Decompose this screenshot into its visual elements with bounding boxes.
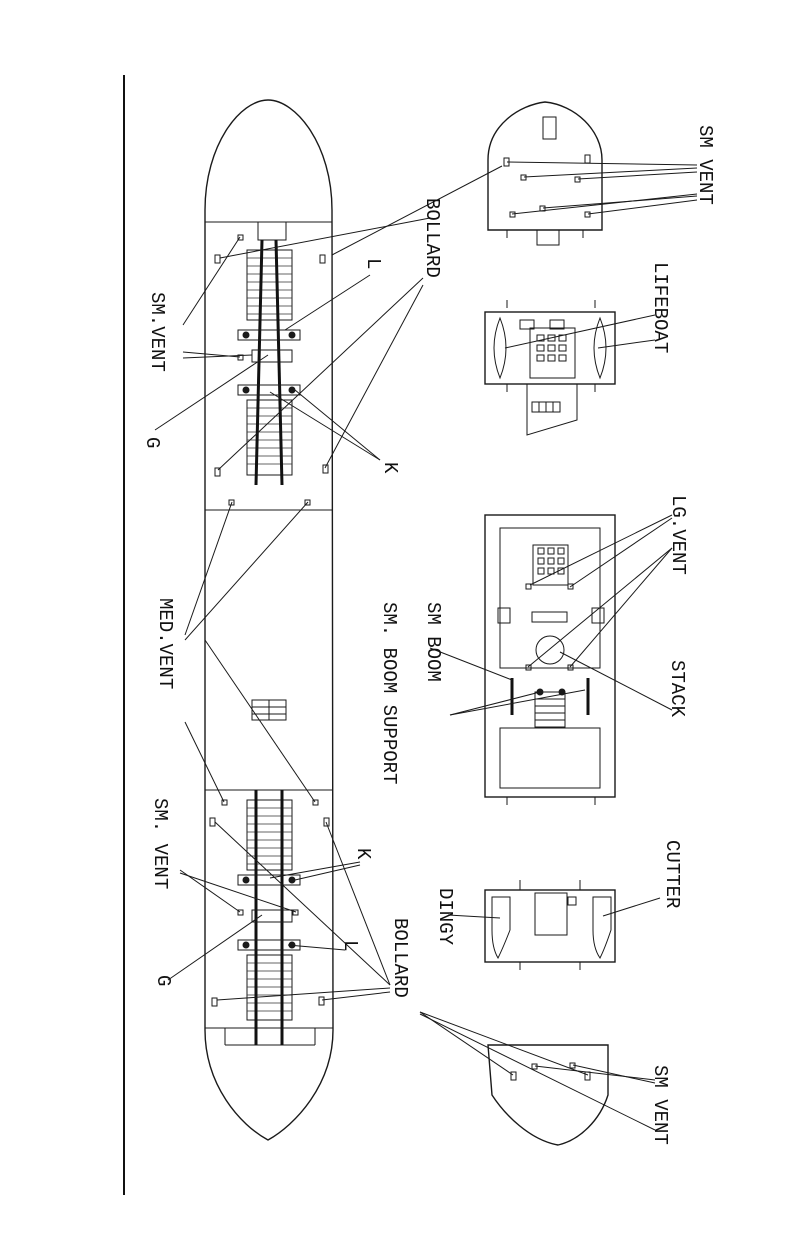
boat-deck-detail (484, 889, 616, 963)
forward-hatch-area (237, 221, 301, 486)
hull-fittings (209, 234, 330, 1007)
bow-section-detail (487, 101, 603, 246)
label-l-bottom: L (339, 940, 361, 951)
leader-lines (154, 161, 698, 1131)
label-lifeboat: LIFEBOAT (649, 262, 671, 353)
label-bollard-top: BOLLARD (421, 198, 443, 278)
label-g-top: G (141, 437, 163, 448)
label-sm-vent-left-bottom: SM. VENT (149, 798, 171, 889)
label-g-bottom: G (152, 975, 174, 986)
label-bollard-bottom: BOLLARD (389, 918, 411, 998)
midship-superstructure-detail (484, 514, 616, 798)
diagram-labels: SM VENT BOLLARD L LIFEBOAT SM.VENT G K L… (141, 125, 716, 1145)
label-sm-vent-bottom-right: SM VENT (649, 1065, 671, 1145)
deck-tick-marks (506, 230, 596, 970)
aft-hatch-area (237, 790, 301, 1045)
label-stack: STACK (666, 660, 688, 718)
label-k-bottom: K (352, 848, 374, 860)
label-sm-vent-top-right: SM VENT (694, 125, 716, 205)
label-sm-boom: SM BOOM (422, 602, 444, 682)
label-sm-vent-left-top: SM.VENT (146, 292, 168, 372)
lifeboat-deck-detail (484, 311, 616, 436)
label-med-vent: MED.VENT (154, 598, 176, 689)
label-sm-boom-support: SM. BOOM SUPPORT (378, 602, 400, 784)
label-l-top: L (362, 258, 384, 269)
label-dingy: DINGY (434, 888, 456, 946)
label-k-top: K (379, 462, 401, 474)
main-hull (204, 99, 334, 1141)
label-lg-vent: LG.VENT (667, 495, 689, 575)
label-cutter: CUTTER (661, 840, 683, 908)
